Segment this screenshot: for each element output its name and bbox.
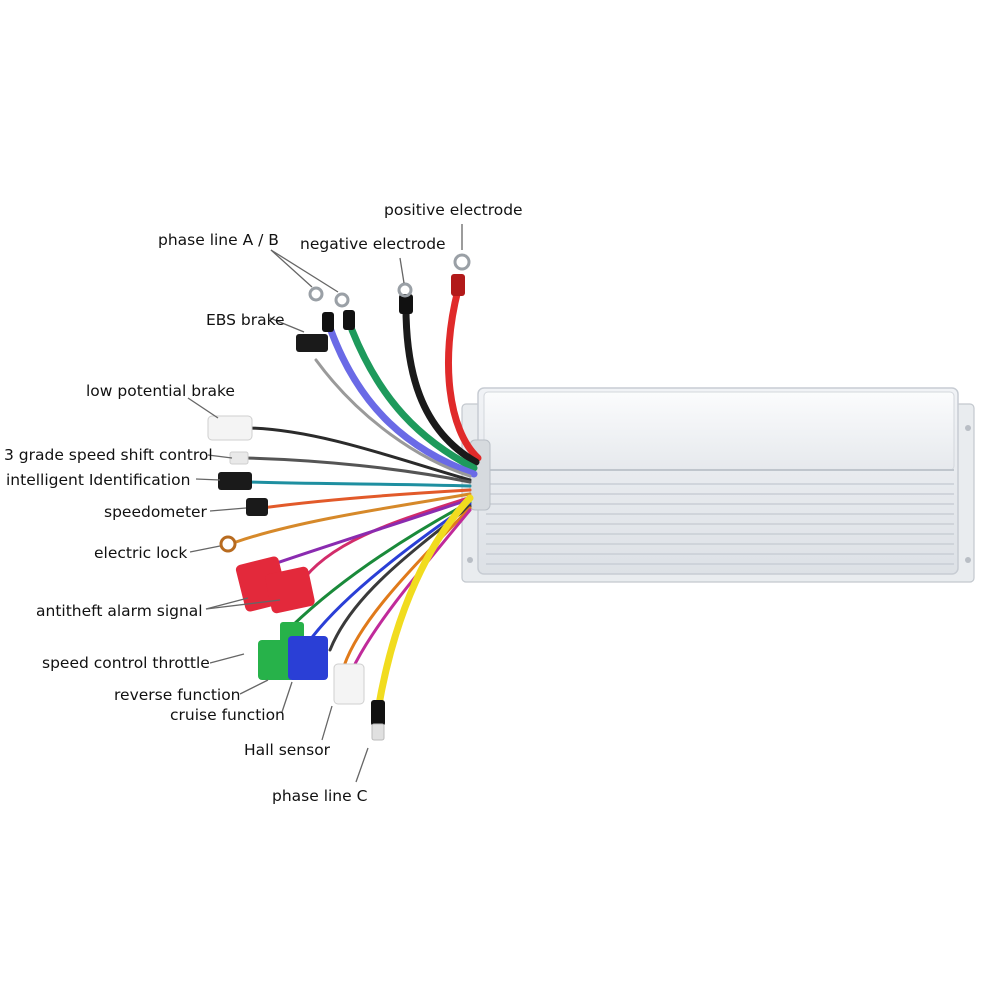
label-speed-control-throttle: speed control throttle [42, 654, 210, 672]
label-ebs-brake: EBS brake [206, 311, 285, 329]
label-antitheft-alarm: antitheft alarm signal [36, 602, 203, 620]
controller-housing [461, 387, 975, 583]
label-intelligent-identification: intelligent Identification [6, 471, 191, 489]
label-reverse-function: reverse function [114, 686, 241, 704]
label-phase-line-ab: phase line A / B [158, 231, 279, 249]
label-positive-electrode: positive electrode [384, 201, 523, 219]
label-low-potential-brake: low potential brake [86, 382, 235, 400]
wire-bundle [234, 286, 482, 714]
label-cruise-function: cruise function [170, 706, 285, 724]
label-negative-electrode: negative electrode [300, 235, 446, 253]
label-hall-sensor: Hall sensor [244, 741, 331, 759]
label-speed-shift: 3 grade speed shift control [4, 446, 213, 464]
label-electric-lock: electric lock [94, 544, 187, 562]
terminals [207, 253, 471, 741]
label-phase-line-c: phase line C [272, 787, 367, 805]
leader-lines [187, 224, 463, 783]
labels: positive electrode negative electrode ph… [4, 201, 523, 805]
label-speedometer: speedometer [104, 503, 208, 521]
